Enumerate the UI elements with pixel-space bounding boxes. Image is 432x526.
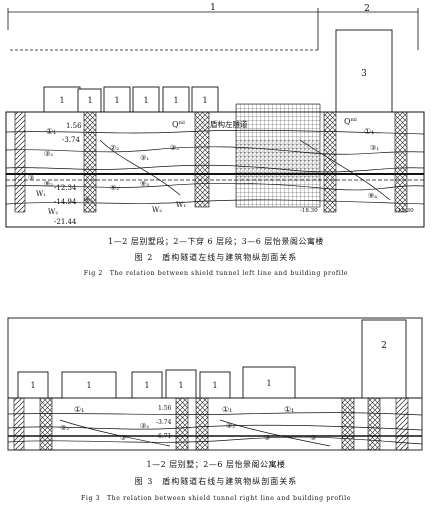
fig2-stratum: ⑨₂ [44,180,53,188]
fig2-stratum: ③ [28,174,34,182]
fig2-depth: -18.30 [300,208,318,214]
fig2-depth: -12.34 [54,184,77,192]
fig2-stratum: ③₁ [370,144,379,152]
fig3-caption-en: Fig 3 The relation between shield tunnel… [81,495,351,502]
fig2-depth: -21.44 [54,218,77,226]
fig2-stratum: ⑨₃ [140,180,149,188]
fig3-depth: 1.56 [158,405,172,412]
fig2-stratum: ③₂ [170,144,179,152]
fig3-depth: -3.74 [156,419,172,426]
fig3-legend: 1—2 层别墅；2—6 层怡景阁公寓楼 [146,460,286,469]
fig2-depth: -18.30 [396,208,414,214]
fig3-tall-building-label: 2 [381,341,387,351]
fig2-building [191,86,219,113]
fig2-building-label: 1 [59,96,64,105]
fig2-section-frame [5,111,425,228]
fig3-building-label: 1 [144,381,149,390]
fig3-stratum: ③₂ [140,422,149,430]
fig2-depth: 1.56 [66,122,82,130]
fig3-building-label: 1 [178,381,183,390]
fig2-building-label: 1 [87,96,92,105]
fig2-stratum: W₂ [48,208,58,216]
fig3-building-label: 1 [266,379,271,388]
fig3-building [199,371,231,399]
fig2-buildings [43,29,393,113]
fig2-stratum: ①₁ [364,127,374,136]
fig2-label-1: 1 [210,3,216,13]
fig2-piles [14,111,408,213]
fig3-tall-building [361,319,407,399]
fig2-strata-lines [5,129,425,205]
fig2-dimension-lines [7,8,419,51]
fig3-building-label: 1 [30,381,35,390]
fig2-stratum: W₁ [36,190,46,198]
fig2-depth: -14.94 [54,198,77,206]
fig3-building [17,371,49,399]
fig2-stratum: ③₂ [44,150,53,158]
fig3-building [242,366,296,399]
fig3-building-label: 1 [212,381,217,390]
fig3-stratum: ①₁ [74,405,84,414]
fig3-building [165,369,197,399]
fig2-stratum: W₂ [152,206,162,214]
fig2-caption-zh: 图 2 盾构隧道左线与建筑物纵剖面关系 [134,253,298,262]
fig3-strata-lines [7,412,423,447]
fig3-stratum: ③₂ [226,422,235,430]
fig2-stratum: ②₂ [110,144,119,152]
fig2-depth: -3.74 [62,136,80,144]
figure-2: 1 2 1 1 1 1 1 1 3 [5,3,425,228]
fig3-stratum: ①₁ [284,405,294,414]
fig3-frame [7,317,423,451]
fig3-stratum: ③₂ [60,424,69,432]
fig2-building [132,86,160,113]
fig2-stratum: ①₁ [46,127,56,136]
fig3-caption-zh: 图 3 盾构隧道右线与建筑物纵剖面关系 [134,477,298,486]
fig2-building-label: 1 [202,96,207,105]
fig3-stratum: ①₁ [222,405,232,414]
fig2-quaternary-right: Qml [344,117,357,126]
fig2-stratum: ⑨₄ [84,196,93,204]
fig3-building [131,371,163,399]
fig2-legend: 1—2 层别墅段；2—下穿 6 层段；3—6 层怡景阁公寓楼 [108,237,324,246]
fig2-label-2: 2 [364,4,370,14]
fig3-stratum: ③ [264,434,270,442]
fig2-stratum: ⑨₄ [368,192,377,200]
figure-3: 1 1 1 1 1 1 2 ①₁ ③₂ ③ ①₁ ③₂ ③ [7,317,423,451]
fig2-building [162,86,190,113]
fig3-building-label: 1 [86,381,91,390]
fig3-buildings [17,319,407,399]
fig2-quaternary-left: Qml [172,120,185,129]
fig2-tunnel-label: 盾构左隧道 [210,119,248,129]
fig3-stratum: ③ [120,434,126,442]
fig2-caption-en: Fig 2 The relation between shield tunnel… [83,270,349,277]
fig2-tunnel-band [6,173,424,181]
fig3-piles [13,397,409,451]
fig2-tall-building [335,29,393,113]
fig2-stratum: W₁ [176,201,186,209]
fig2-tall-building-label: 3 [361,69,367,79]
fig2-stratum: ⑨₂ [110,184,119,192]
fig3-building [61,371,117,399]
fig2-building-label: 1 [114,96,119,105]
fig2-building-label: 1 [173,96,178,105]
fig2-building-label: 1 [143,96,148,105]
fig3-depth: -6.71 [156,433,171,440]
fig3-stratum: ③ [310,434,316,442]
fig2-stratum: ③₁ [140,154,149,162]
